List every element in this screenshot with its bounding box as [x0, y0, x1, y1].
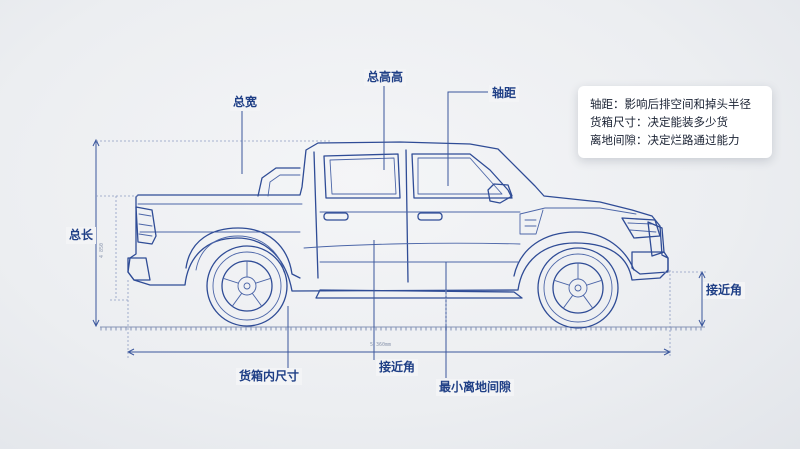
label-approach-angle-center: 接近角	[376, 359, 419, 376]
label-total-width: 总宽	[230, 94, 261, 111]
label-cargo-inner-size: 货箱内尺寸	[236, 368, 303, 385]
rear-wheel	[206, 245, 288, 327]
truck-outline	[127, 141, 669, 299]
label-wheelbase: 轴距	[489, 85, 520, 102]
legend-line-cargo: 货箱尺寸：决定能装多少货	[590, 115, 728, 129]
label-min-ground-clearance: 最小离地间隙	[436, 379, 515, 396]
label-total-length: 总长	[66, 227, 97, 244]
label-approach-angle-right: 接近角	[703, 282, 746, 299]
label-total-height: 总高高	[364, 69, 407, 86]
legend-card: 轴距：影响后排空间和掉头半径 货箱尺寸：决定能装多少货 离地间隙：决定烂路通过能…	[578, 86, 772, 158]
legend-line-clearance: 离地间隙：决定烂路通过能力	[590, 133, 740, 147]
ground-line	[100, 326, 705, 331]
svg-text:5 360mm: 5 360mm	[370, 342, 391, 348]
legend-line-wheelbase: 轴距：影响后排空间和掉头半径	[590, 97, 751, 111]
front-wheel	[537, 247, 619, 329]
svg-text:4 850: 4 850	[99, 243, 105, 258]
